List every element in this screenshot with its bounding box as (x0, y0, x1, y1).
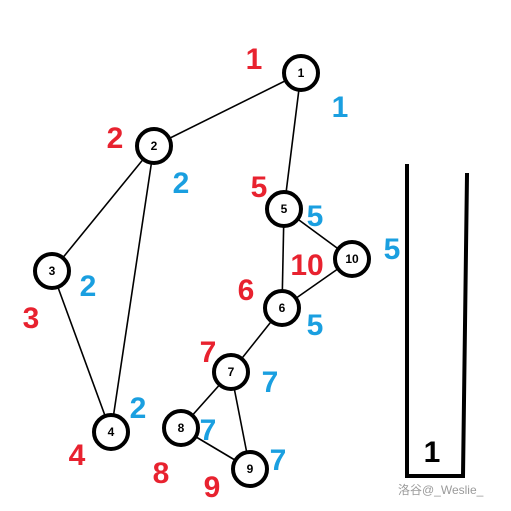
order-label-4: 4 (69, 439, 86, 472)
low-label-9: 7 (270, 444, 287, 477)
order-label-6: 6 (238, 274, 255, 307)
order-label-1: 1 (246, 43, 263, 76)
node-circle (212, 353, 250, 391)
node-8: 8 (162, 409, 200, 447)
low-label-3: 2 (80, 270, 97, 303)
stack-item: 1 (424, 436, 441, 469)
edge-1-5 (283, 72, 302, 210)
node-7: 7 (212, 353, 250, 391)
node-label: 4 (108, 425, 115, 439)
node-circle (231, 450, 269, 488)
node-1: 1 (282, 54, 320, 92)
node-circle (33, 252, 71, 290)
node-circle (333, 240, 371, 278)
node-label: 10 (345, 252, 359, 266)
order-label-10: 10 (290, 249, 323, 282)
low-label-10: 5 (384, 233, 401, 266)
edge-2-3 (51, 145, 155, 272)
low-label-5: 5 (307, 200, 324, 233)
node-10: 10 (333, 240, 371, 278)
edge-3-4 (51, 270, 112, 433)
node-6: 6 (263, 289, 301, 327)
node-label: 6 (279, 301, 286, 315)
node-circle (265, 190, 303, 228)
order-label-7: 7 (200, 336, 217, 369)
node-label: 7 (228, 365, 235, 379)
low-label-1: 1 (332, 91, 349, 124)
node-circle (282, 54, 320, 92)
node-label: 2 (151, 139, 158, 153)
order-label-3: 3 (23, 302, 40, 335)
low-label-6: 5 (307, 309, 324, 342)
node-2: 2 (135, 127, 173, 165)
order-label-8: 8 (153, 457, 170, 490)
low-label-2: 2 (173, 167, 190, 200)
node-label: 8 (178, 421, 185, 435)
order-label-9: 9 (204, 471, 221, 504)
node-circle (92, 413, 130, 451)
edge-2-4 (110, 145, 155, 433)
node-label: 3 (49, 264, 56, 278)
node-circle (263, 289, 301, 327)
node-circle (135, 127, 173, 165)
node-4: 4 (92, 413, 130, 451)
node-9: 9 (231, 450, 269, 488)
low-label-4: 2 (130, 392, 147, 425)
stack: 1 (405, 164, 470, 478)
node-3: 3 (33, 252, 71, 290)
node-label: 1 (298, 66, 305, 80)
node-label: 5 (281, 202, 288, 216)
watermark: 洛谷@_Weslie_ (398, 482, 484, 497)
order-label-2: 2 (107, 122, 124, 155)
stack-container (405, 164, 470, 478)
low-label-7: 7 (262, 366, 279, 399)
node-circle (162, 409, 200, 447)
edge-1-2 (153, 72, 302, 147)
low-label-8: 7 (200, 414, 217, 447)
node-label: 9 (247, 462, 254, 476)
node-5: 5 (265, 190, 303, 228)
order-label-5: 5 (251, 171, 268, 204)
